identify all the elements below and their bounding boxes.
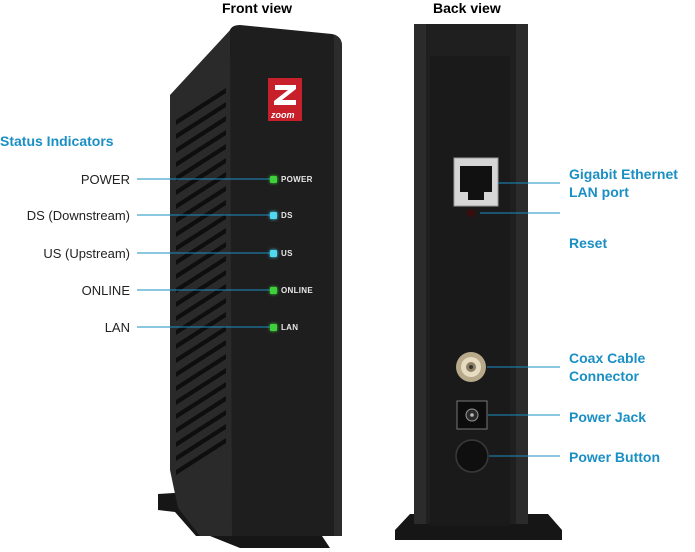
- vent-slat: [176, 144, 226, 181]
- callout-coax-line2: Connector: [569, 368, 639, 384]
- callout-power-button: Power Button: [569, 448, 660, 466]
- callout-ethernet: Gigabit Ethernet LAN port: [569, 165, 678, 201]
- vent-slat: [176, 382, 226, 419]
- reset-hole: [467, 209, 475, 217]
- callout-coax: Coax Cable Connector: [569, 349, 645, 385]
- status-indicators-heading: Status Indicators: [0, 133, 114, 149]
- vent-slat: [176, 172, 226, 209]
- label-power: POWER: [80, 172, 130, 187]
- label-ds: DS (Downstream): [26, 208, 130, 223]
- led-text-power: POWER: [281, 175, 313, 184]
- callout-power-button-line1: Power Button: [569, 449, 660, 465]
- vent-slat: [176, 116, 226, 153]
- vent-slat: [176, 186, 226, 223]
- vent-slat: [176, 200, 226, 237]
- vent-slat: [176, 396, 226, 433]
- front-view-title: Front view: [222, 0, 293, 16]
- vent-slat: [176, 270, 226, 307]
- vent-slat: [176, 354, 226, 391]
- callout-ethernet-line1: Gigabit Ethernet: [569, 166, 678, 182]
- callout-power-jack-line1: Power Jack: [569, 409, 647, 425]
- vent-slat: [176, 102, 226, 139]
- callout-power-jack: Power Jack: [569, 408, 646, 426]
- ds-led: [270, 212, 277, 219]
- vent-slat: [176, 298, 226, 335]
- coax-connector: [456, 352, 486, 382]
- vent-slat: [176, 312, 226, 349]
- vent-slat: [176, 228, 226, 265]
- label-online: ONLINE: [81, 283, 130, 298]
- vent-slat: [176, 88, 226, 125]
- callout-reset-line1: Reset: [569, 235, 608, 251]
- vent-slat: [176, 410, 226, 447]
- vent-slat: [176, 158, 226, 195]
- us-led: [270, 250, 277, 257]
- led-text-ds: DS: [281, 211, 293, 220]
- vent-slat: [176, 424, 226, 461]
- power-jack: [456, 400, 488, 430]
- led-text-us: US: [281, 249, 293, 258]
- zoom-logo: [268, 78, 302, 121]
- vent-slat: [176, 368, 226, 405]
- front-face: [230, 25, 342, 536]
- vent-slat: [176, 284, 226, 321]
- power-led: [270, 176, 277, 183]
- callout-reset: Reset: [569, 234, 607, 252]
- vent-slat: [176, 438, 226, 475]
- lan-led: [270, 324, 277, 331]
- vent-slat: [176, 326, 226, 363]
- led-text-online: ONLINE: [281, 286, 314, 295]
- label-us: US (Upstream): [43, 246, 130, 261]
- vent-slat: [176, 130, 226, 167]
- power-button: [455, 439, 489, 473]
- side-vents: [176, 88, 226, 475]
- vent-slat: [176, 256, 226, 293]
- callout-coax-line1: Coax Cable: [569, 350, 646, 366]
- back-view-title: Back view: [433, 0, 501, 16]
- zoom-brand-text: zoom: [271, 110, 295, 120]
- vent-slat: [176, 242, 226, 279]
- ethernet-port: [453, 157, 499, 207]
- led-text-lan: LAN: [281, 323, 299, 332]
- callout-ethernet-line2: LAN port: [569, 184, 629, 200]
- label-lan: LAN: [104, 320, 130, 335]
- vent-slat: [176, 340, 226, 377]
- online-led: [270, 287, 277, 294]
- vent-slat: [176, 214, 226, 251]
